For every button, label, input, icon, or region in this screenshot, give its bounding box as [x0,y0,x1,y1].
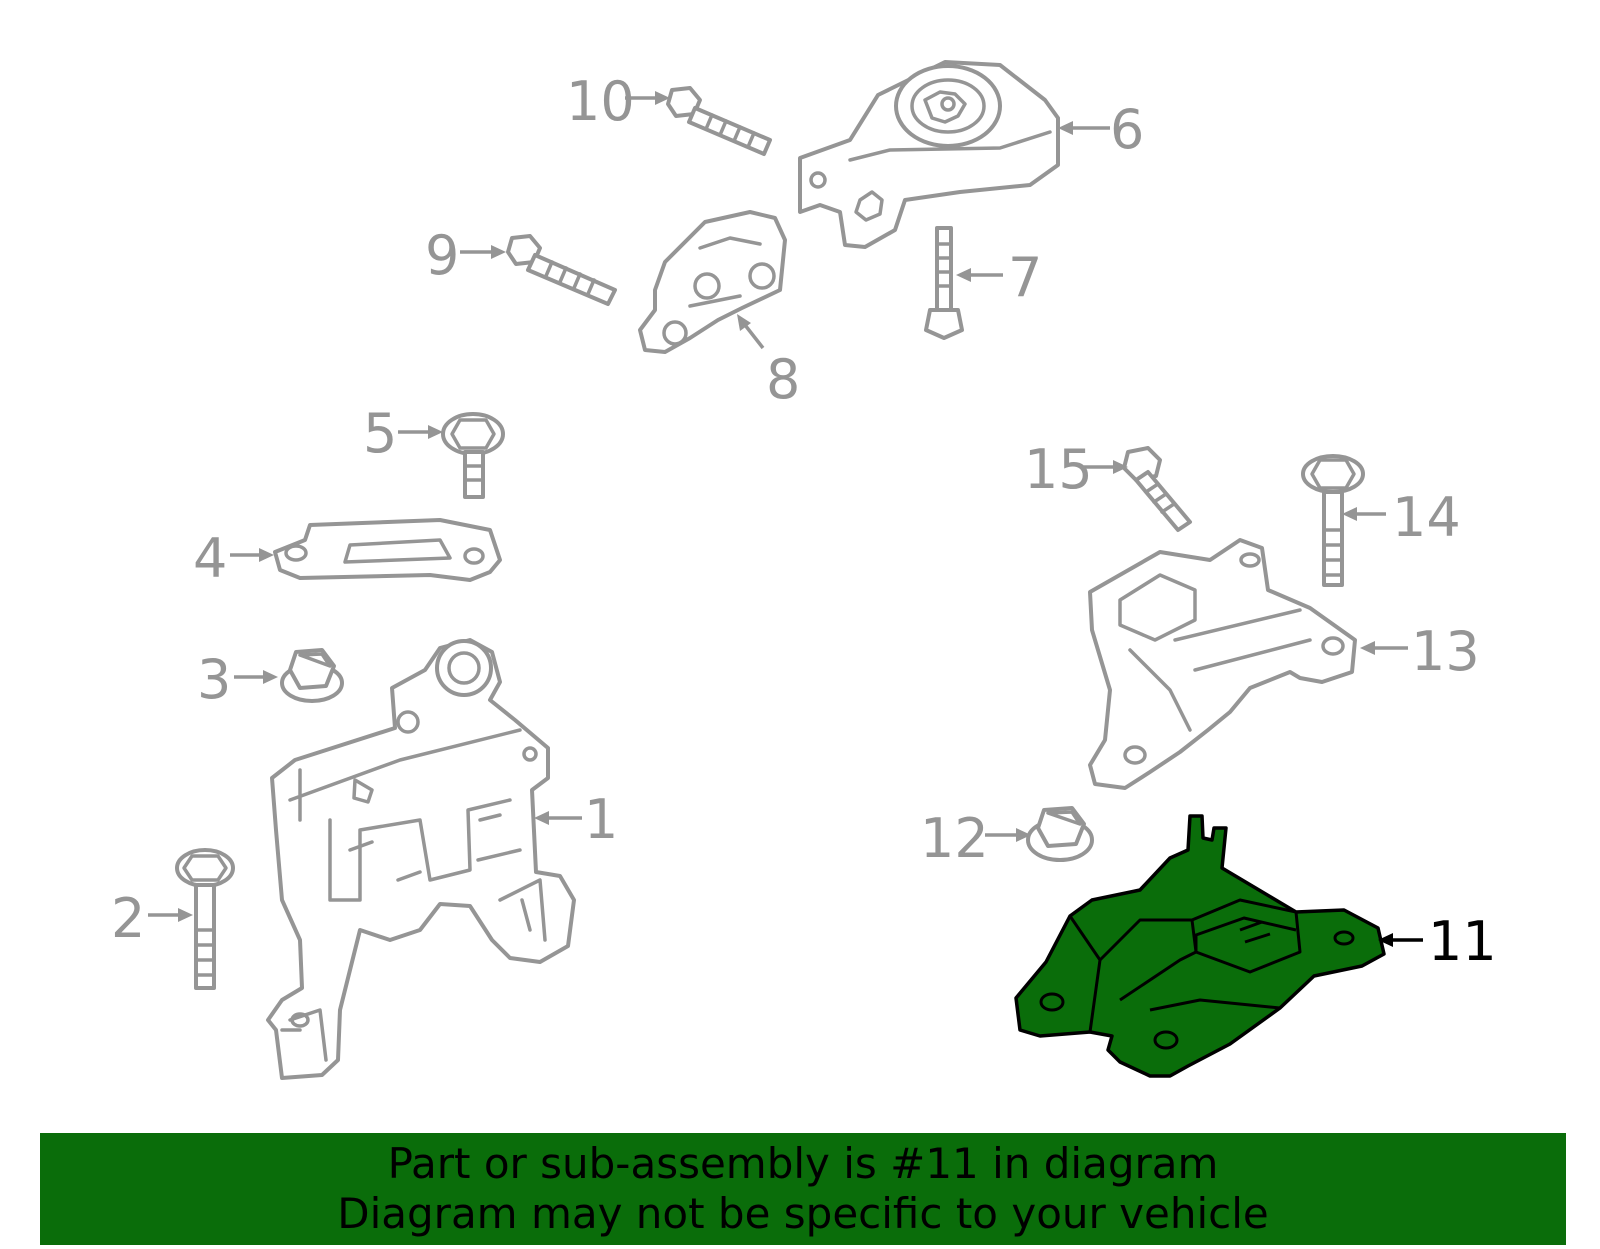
callout-1: 1 [584,788,618,851]
callout-2: 2 [111,887,145,950]
callout-11: 11 [1428,910,1497,973]
part-12-nut[interactable] [1026,806,1094,862]
part-3-nut[interactable] [280,648,344,703]
part-5-bolt[interactable] [441,412,505,499]
callout-4: 4 [193,527,227,590]
part-1-mount[interactable] [266,638,576,1080]
part-2-bolt[interactable] [175,848,235,990]
callout-14: 14 [1392,486,1461,549]
banner-line-2: Diagram may not be specific to your vehi… [337,1189,1269,1238]
part-info-banner: Part or sub-assembly is #11 in diagram D… [40,1133,1566,1245]
part-8-bracket[interactable] [638,210,787,354]
callout-numbers: 10 6 9 7 8 5 4 3 1 2 15 14 13 12 11 [111,70,1497,973]
callout-8: 8 [766,348,800,411]
callout-13: 13 [1411,620,1480,683]
part-13-bracket[interactable] [1088,538,1357,790]
leader-arrows [148,91,1423,947]
callout-9: 9 [425,224,459,287]
callout-15: 15 [1024,438,1093,501]
callout-3: 3 [197,648,231,711]
part-6-upper-mount[interactable] [798,60,1060,249]
part-9-bolt[interactable] [506,234,617,306]
part-10-bolt[interactable] [666,86,772,156]
part-11-highlighted[interactable] [1014,814,1386,1078]
part-14-bolt[interactable] [1301,454,1365,587]
callout-7: 7 [1008,246,1042,309]
part-15-bolt[interactable] [1122,446,1192,532]
callout-5: 5 [363,402,397,465]
callout-10: 10 [566,70,635,133]
banner-line-1: Part or sub-assembly is #11 in diagram [387,1139,1219,1188]
callout-6: 6 [1110,98,1144,161]
part-4-bracket[interactable] [273,518,502,582]
callout-12: 12 [920,807,989,870]
part-7-bolt[interactable] [924,226,964,340]
